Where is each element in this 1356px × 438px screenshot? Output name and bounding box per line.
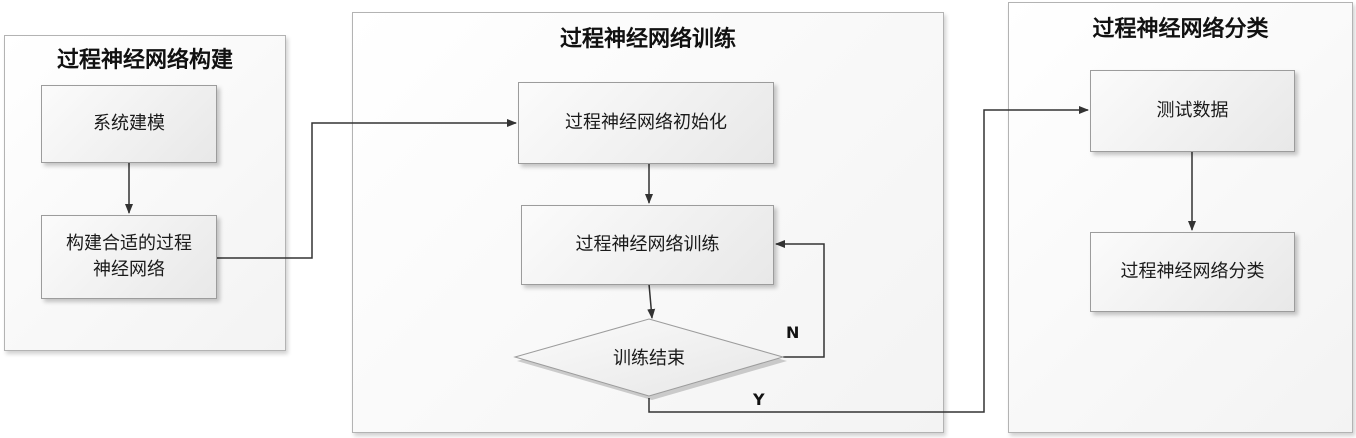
edge-label-yes: Y bbox=[753, 390, 765, 409]
node-build-network-line2: 神经网络 bbox=[93, 259, 165, 280]
node-network-classification: 过程神经网络分类 bbox=[1090, 232, 1295, 312]
decision-label: 训练结束 bbox=[613, 348, 685, 369]
node-system-modeling-label: 系统建模 bbox=[93, 113, 165, 134]
node-network-init-label: 过程神经网络初始化 bbox=[565, 112, 727, 133]
panel-title-construction: 过程神经网络构建 bbox=[56, 48, 233, 73]
node-build-network: 构建合适的过程 神经网络 bbox=[41, 215, 217, 299]
node-network-init: 过程神经网络初始化 bbox=[518, 82, 774, 164]
node-build-network-line1: 构建合适的过程 bbox=[66, 233, 192, 254]
node-network-classification-label: 过程神经网络分类 bbox=[1120, 261, 1265, 282]
node-system-modeling: 系统建模 bbox=[41, 85, 217, 163]
node-test-data: 测试数据 bbox=[1090, 70, 1295, 152]
edge-decision-yes bbox=[648, 106, 1089, 413]
edge-label-no: N bbox=[786, 323, 800, 342]
panel-title-classification: 过程神经网络分类 bbox=[1092, 17, 1269, 42]
decision-diamond bbox=[513, 318, 785, 397]
panel-title-training: 过程神经网络训练 bbox=[559, 27, 736, 52]
edge-train-to-decision bbox=[647, 283, 656, 319]
edge-build-to-init bbox=[217, 119, 517, 259]
edge-decision-no-loop bbox=[775, 240, 825, 358]
node-network-training-label: 过程神经网络训练 bbox=[575, 234, 720, 255]
node-test-data-label: 测试数据 bbox=[1156, 100, 1229, 121]
node-network-training: 过程神经网络训练 bbox=[521, 205, 774, 285]
